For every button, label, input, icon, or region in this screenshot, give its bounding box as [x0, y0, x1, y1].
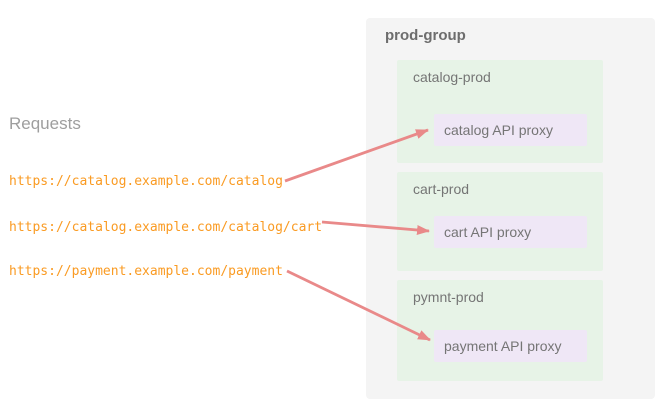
cart-api-proxy-box: cart API proxy [434, 216, 587, 248]
payment-api-proxy-box: payment API proxy [434, 330, 587, 362]
environment-name: catalog-prod [413, 69, 491, 85]
prod-group-title: prod-group [385, 27, 466, 44]
request-url-catalog-cart: https://catalog.example.com/catalog/cart [9, 220, 323, 235]
environment-name: cart-prod [413, 181, 470, 197]
prod-group-panel: prod-group catalog-prod catalog API prox… [366, 18, 655, 399]
catalog-api-proxy-box: catalog API proxy [434, 114, 587, 146]
environment-cart-prod: cart-prod cart API proxy [397, 172, 603, 271]
environment-pymnt-prod: pymnt-prod payment API proxy [397, 280, 603, 381]
request-url-payment: https://payment.example.com/payment [9, 264, 283, 279]
environment-catalog-prod: catalog-prod catalog API proxy [397, 60, 603, 163]
environment-name: pymnt-prod [413, 289, 484, 305]
requests-heading: Requests [9, 114, 81, 133]
request-url-catalog: https://catalog.example.com/catalog [9, 174, 283, 189]
